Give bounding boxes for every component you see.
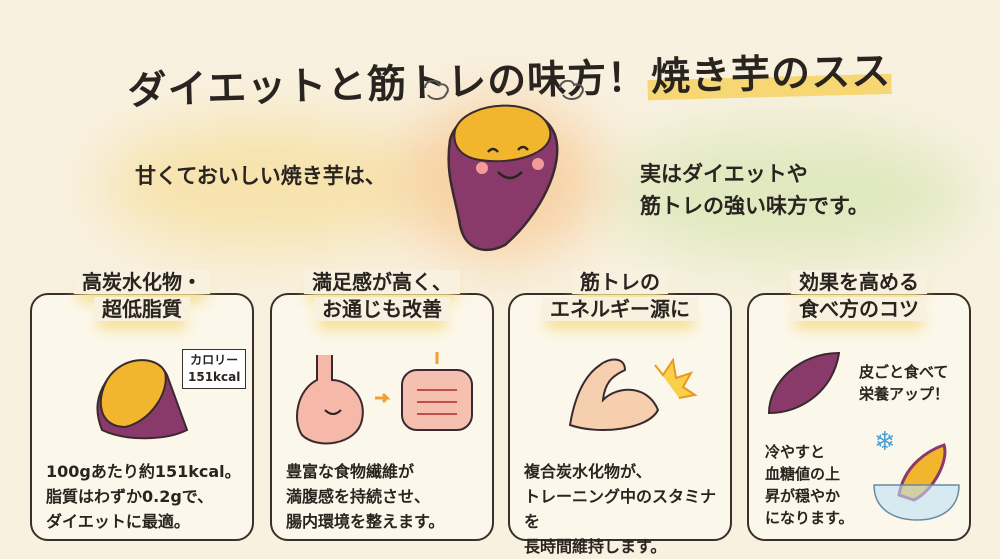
panel-energy: 筋トレのエネルギー源に 複合炭水化物が、トレーニング中のスタミナを長時間維持しま…	[508, 270, 732, 556]
panel-heading: 高炭水化物・超低脂質	[42, 269, 242, 323]
panel-tips: 効果を高める食べ方のコツ 皮ごと食べて栄養アップ！ 冷やすと血糖値の上昇が穏やか…	[747, 270, 971, 541]
flexed-arm-icon	[568, 357, 698, 431]
panel-heading: 効果を高める食べ方のコツ	[759, 269, 959, 323]
panel-heading: 満足感が高く、お通じも改善	[282, 269, 482, 323]
tip-skin: 皮ごと食べて栄養アップ！	[859, 363, 950, 403]
stomach-intestine-icon	[296, 352, 473, 445]
intro-right: 実はダイエットや筋トレの強い味方です。	[640, 162, 869, 218]
svg-text:❄: ❄	[874, 427, 896, 457]
panel-heading: 筋トレのエネルギー源に	[520, 269, 720, 323]
panel-body: 豊富な食物繊維が満腹感を持続させ、腸内環境を整えます。	[286, 462, 445, 531]
panel-body: 複合炭水化物が、トレーニング中のスタミナを長時間維持します。	[524, 462, 717, 556]
yellow-wash	[100, 120, 430, 250]
smiling-sweet-potato-icon	[424, 80, 584, 252]
chilled-potato-bowl-icon: ❄	[873, 427, 960, 521]
intro-left: 甘くておいしい焼き芋は、	[135, 164, 386, 188]
green-wash	[610, 130, 970, 260]
panel-body: 100gあたり約151kcal。脂質はわずか0.2gで、ダイエットに最適。	[46, 462, 241, 531]
tip-chill: 冷やすと血糖値の上昇が穏やかになります。	[765, 443, 854, 527]
panel-fiber: 満足感が高く、お通じも改善 豊富な食物繊維が満腹感を持続させ、腸内環境を整えます…	[270, 270, 494, 541]
sweet-potato-icon	[96, 359, 189, 440]
whole-sweet-potato-icon	[767, 351, 841, 415]
